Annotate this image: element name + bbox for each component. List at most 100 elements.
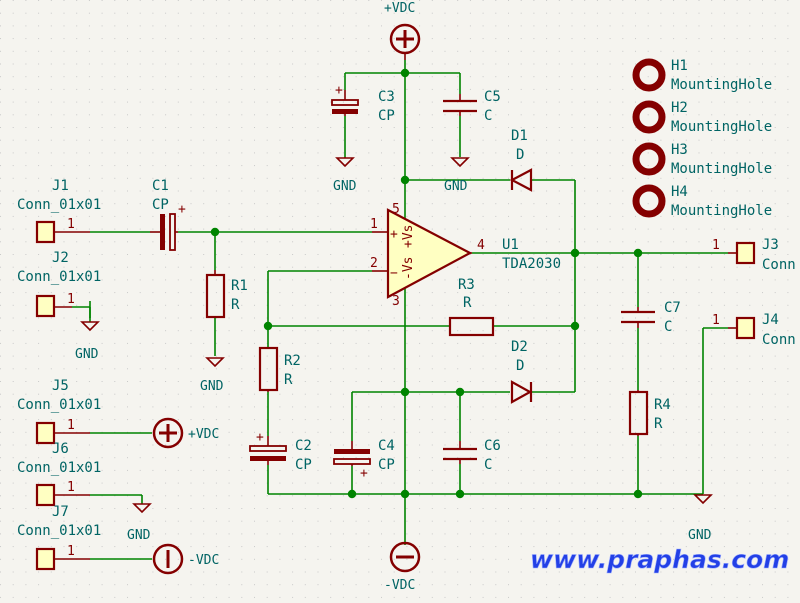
connector-j2: J2 Conn_01x01 1 [17, 250, 101, 318]
svg-text:GND: GND [127, 528, 151, 543]
capacitor-c7: C7 C [621, 300, 681, 335]
mounting-hole-h3: H3 MountingHole [632, 142, 772, 177]
resistor-r2: R2 R [258, 346, 301, 392]
power-j7-vdc: -VDC [152, 543, 219, 575]
svg-text:U1: U1 [502, 237, 519, 253]
svg-text:3: 3 [392, 294, 400, 309]
gnd-c3: GND [333, 157, 357, 194]
svg-text:+Vs: +Vs [401, 225, 416, 248]
svg-text:Conn_01x01: Conn_01x01 [17, 269, 101, 285]
capacitor-c5: C5 C [443, 89, 501, 124]
svg-text:D: D [516, 358, 524, 374]
capacitor-c3: + C3 CP [331, 83, 395, 124]
svg-text:+: + [360, 466, 368, 481]
svg-text:+: + [256, 430, 264, 445]
svg-text:J6: J6 [52, 441, 69, 457]
svg-text:R3: R3 [458, 277, 475, 293]
svg-text:GND: GND [333, 179, 357, 194]
svg-text:GND: GND [75, 347, 99, 362]
svg-text:C: C [484, 108, 492, 124]
svg-text:+: + [390, 227, 398, 242]
svg-text:+: + [178, 202, 186, 217]
connector-j3: 1 J3 Conn [712, 237, 796, 273]
svg-text:C3: C3 [378, 89, 395, 105]
amplifier-u1: 1 2 3 4 5 + − +Vs -Vs U1 TDA2030 [370, 202, 561, 309]
svg-text:R: R [231, 297, 240, 313]
svg-text:Conn_01x01: Conn_01x01 [17, 460, 101, 476]
svg-text:Conn_01x01: Conn_01x01 [17, 523, 101, 539]
svg-text:H2: H2 [671, 100, 688, 116]
connector-j4: 1 J4 Conn [712, 312, 796, 348]
svg-text:R2: R2 [284, 353, 301, 369]
svg-text:MountingHole: MountingHole [671, 203, 772, 219]
svg-text:1: 1 [712, 313, 720, 328]
connector-j5: J5 Conn_01x01 1 [17, 378, 101, 445]
gnd-j2: GND [72, 306, 100, 362]
svg-text:-Vs: -Vs [401, 257, 416, 280]
svg-text:J7: J7 [52, 504, 69, 520]
svg-text:2: 2 [370, 256, 378, 271]
svg-text:CP: CP [152, 197, 169, 213]
power-bottom-vdc: -VDC [384, 541, 421, 593]
gnd-r1: GND [200, 357, 225, 394]
svg-text:C: C [664, 319, 672, 335]
svg-text:Conn_01x01: Conn_01x01 [17, 397, 101, 413]
resistor-r1: R1 R [205, 270, 248, 319]
svg-text:MountingHole: MountingHole [671, 161, 772, 177]
svg-text:GND: GND [688, 528, 712, 543]
svg-text:C7: C7 [664, 300, 681, 316]
svg-text:+: + [335, 83, 343, 98]
svg-text:D: D [516, 147, 524, 163]
svg-text:J3: J3 [762, 237, 779, 253]
junctions [210, 68, 643, 499]
watermark-text: www.praphas.com [530, 545, 789, 574]
svg-text:C2: C2 [295, 438, 312, 454]
mounting-hole-h4: H4 MountingHole [632, 184, 772, 219]
capacitor-c2: + C2 CP [249, 430, 312, 473]
svg-text:5: 5 [392, 202, 400, 217]
svg-text:D1: D1 [511, 128, 528, 144]
svg-text:R: R [463, 295, 472, 311]
svg-text:J1: J1 [52, 178, 69, 194]
svg-text:1: 1 [67, 480, 75, 495]
svg-text:1: 1 [67, 544, 75, 559]
connector-j6: J6 Conn_01x01 1 [17, 441, 101, 507]
svg-text:R4: R4 [654, 397, 671, 413]
resistor-r3: R3 R [448, 277, 495, 337]
svg-text:Conn: Conn [762, 257, 796, 273]
resistor-r4: R4 R [628, 390, 671, 436]
svg-text:GND: GND [200, 379, 224, 394]
svg-text:MountingHole: MountingHole [671, 119, 772, 135]
svg-text:C: C [484, 457, 492, 473]
connector-j1: J1 Conn_01x01 1 [17, 178, 101, 244]
svg-text:R: R [284, 372, 293, 388]
svg-text:C6: C6 [484, 438, 501, 454]
power-label: +VDC [188, 427, 219, 442]
svg-text:J4: J4 [762, 312, 779, 328]
svg-text:H3: H3 [671, 142, 688, 158]
svg-text:R1: R1 [231, 278, 248, 294]
svg-text:TDA2030: TDA2030 [502, 256, 561, 272]
svg-text:C1: C1 [152, 178, 169, 194]
svg-text:GND: GND [444, 179, 468, 194]
svg-text:4: 4 [477, 238, 485, 253]
svg-text:D2: D2 [511, 339, 528, 355]
svg-text:1: 1 [370, 217, 378, 232]
svg-text:C4: C4 [378, 438, 395, 454]
gnd-c5: GND [444, 157, 470, 194]
svg-text:CP: CP [378, 108, 395, 124]
svg-text:1: 1 [67, 217, 75, 232]
svg-text:R: R [654, 416, 663, 432]
power-top-vdc: +VDC [384, 1, 421, 60]
svg-text:H1: H1 [671, 58, 688, 74]
mounting-hole-h1: H1 MountingHole [632, 58, 772, 93]
svg-text:Conn_01x01: Conn_01x01 [17, 197, 101, 213]
svg-text:1: 1 [67, 292, 75, 307]
svg-text:J5: J5 [52, 378, 69, 394]
gnd-j6: GND [127, 503, 152, 543]
svg-text:J2: J2 [52, 250, 69, 266]
capacitor-c1: C1 CP + [150, 178, 186, 251]
power-label: -VDC [188, 553, 219, 568]
mounting-hole-h2: H2 MountingHole [632, 100, 772, 135]
svg-text:CP: CP [378, 457, 395, 473]
